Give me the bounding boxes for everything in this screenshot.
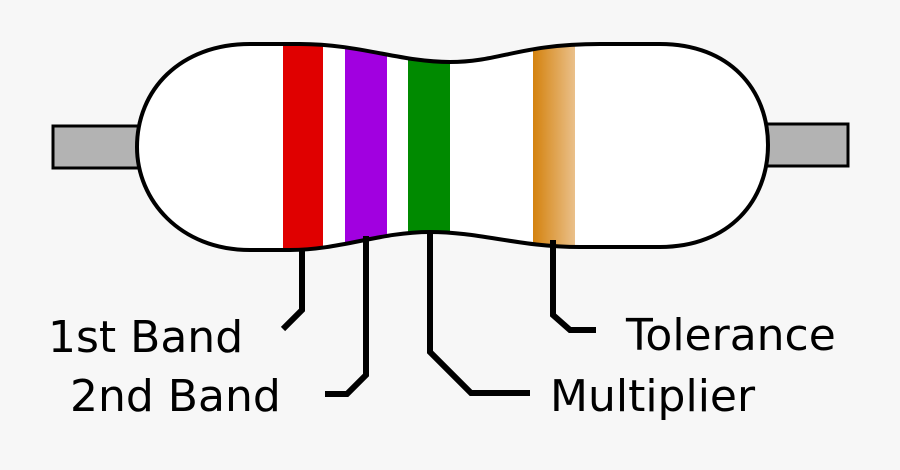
label-multiplier: Multiplier (550, 371, 756, 422)
band-multiplier (408, 44, 450, 250)
leader-line-tolerance (550, 240, 596, 333)
label-2nd-band: 2nd Band (70, 371, 281, 422)
resistor-body (137, 44, 768, 250)
label-tolerance: Tolerance (625, 310, 836, 361)
band-2 (345, 44, 387, 250)
band-1 (283, 44, 323, 250)
resistor-outline (134, 42, 771, 252)
left-lead (51, 124, 142, 170)
label-1st-band: 1st Band (48, 312, 243, 363)
band-tolerance (533, 44, 575, 250)
leader-line-multiplier (427, 232, 530, 396)
right-lead (763, 122, 850, 168)
leader-line-band2 (325, 236, 369, 397)
leader-line-band1 (280, 250, 305, 332)
